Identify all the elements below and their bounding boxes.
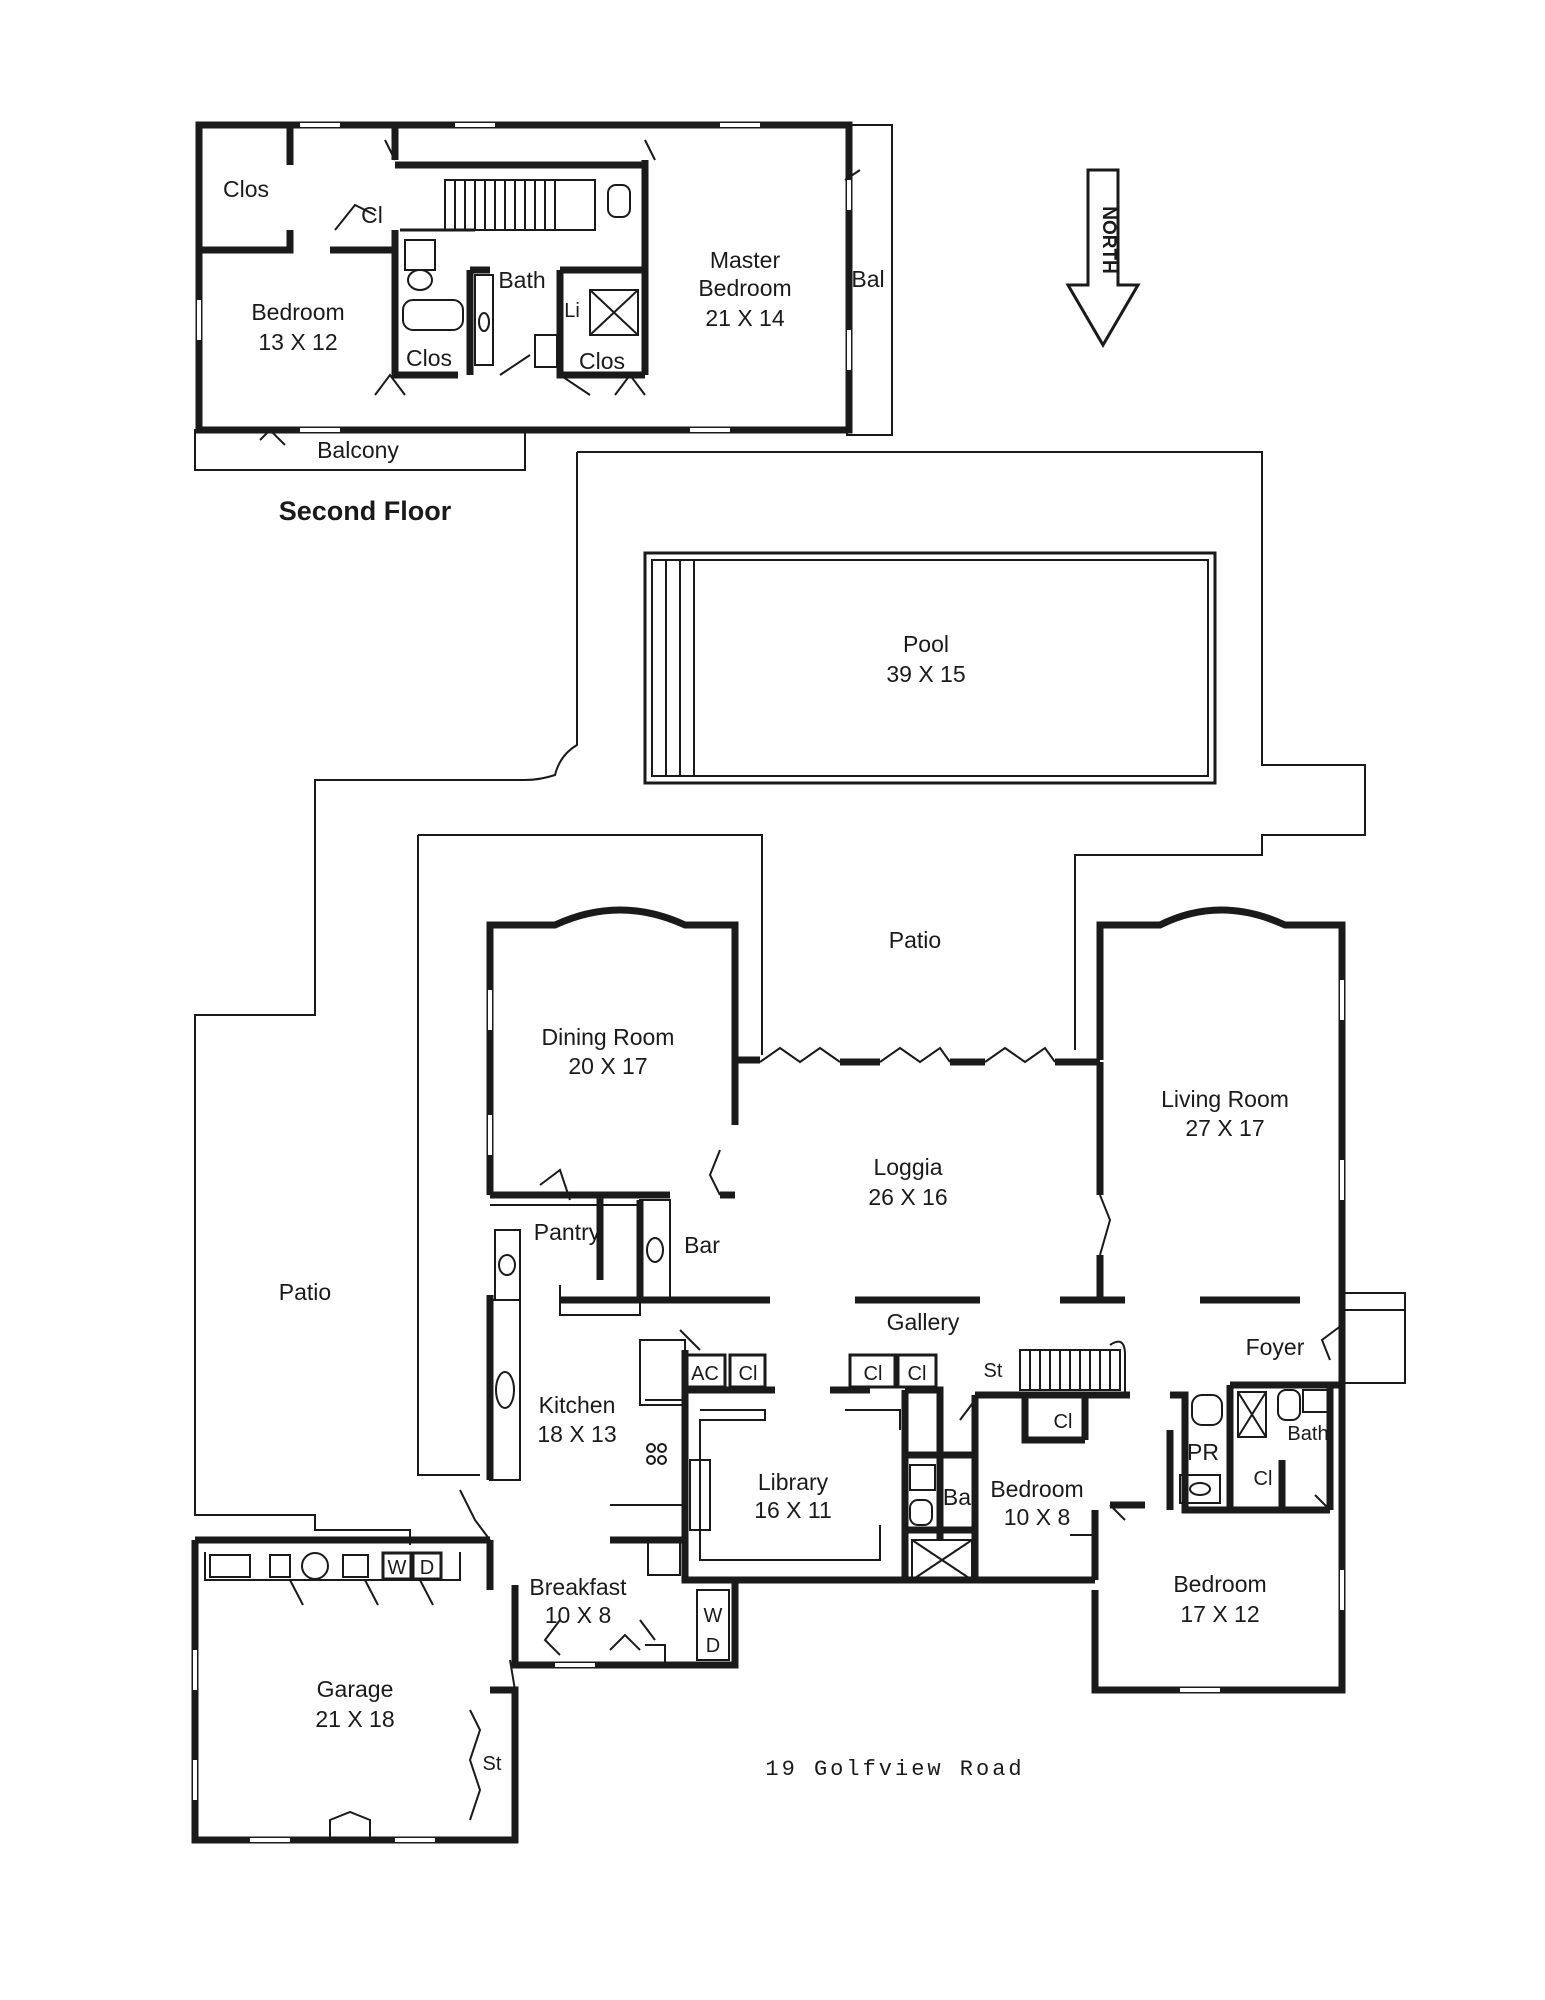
room-size: 16 X 11	[754, 1497, 832, 1523]
room-size: 18 X 13	[537, 1421, 616, 1447]
room-name: Master	[710, 247, 781, 273]
room-name: Kitchen	[539, 1392, 616, 1418]
closet-label: Cl	[361, 202, 383, 228]
room-size: 21 X 18	[315, 1706, 394, 1732]
stair-label: St	[984, 1360, 1003, 1382]
washer-label: W	[388, 1557, 407, 1579]
closet-label: Cl	[908, 1363, 927, 1385]
room-name: Ba	[943, 1484, 971, 1510]
patio-label: Patio	[889, 927, 941, 953]
room-name: Breakfast	[529, 1574, 627, 1600]
shower-icon	[589, 289, 639, 336]
pool: Pool 39 X 15	[643, 551, 1217, 785]
room-name: Bath	[1287, 1423, 1328, 1445]
laundry-stack	[696, 1589, 730, 1661]
room-size: 20 X 17	[568, 1053, 647, 1079]
room-size: 10 X 8	[545, 1602, 612, 1628]
room-name: Bedroom	[251, 299, 344, 325]
north-arrow-icon: NORTH	[1065, 168, 1141, 348]
room-name: Foyer	[1246, 1334, 1305, 1360]
sink-icon-2	[534, 334, 558, 368]
patio-label: Patio	[279, 1279, 331, 1305]
room-name: Loggia	[873, 1154, 942, 1180]
room-size: 27 X 17	[1185, 1115, 1264, 1141]
room-name: Living Room	[1161, 1086, 1289, 1112]
bathtub-icon	[402, 299, 464, 331]
patio-outlines	[194, 451, 1406, 1545]
room-size: 17 X 12	[1180, 1601, 1259, 1627]
balcony-label: Balcony	[317, 437, 399, 463]
dryer-label: D	[706, 1635, 720, 1657]
pool-size: 39 X 15	[886, 661, 965, 687]
sink-icon	[407, 269, 433, 291]
room-size: 13 X 12	[258, 329, 337, 355]
address-label: 19 Golfview Road	[765, 1757, 1024, 1782]
second-floor-stairs	[444, 179, 596, 231]
room-name: Bedroom	[1173, 1571, 1266, 1597]
balcony-label: Bal	[851, 266, 884, 292]
north-label: NORTH	[1098, 206, 1119, 274]
closet-label: Clos	[406, 345, 452, 371]
room-name: Bedroom	[698, 275, 791, 301]
linen-label: Li	[564, 300, 580, 322]
closet-label: AC	[691, 1363, 719, 1385]
washer-label: W	[704, 1605, 723, 1627]
room-name: Dining Room	[542, 1024, 675, 1050]
room-size: 26 X 16	[868, 1184, 947, 1210]
stair-label: St	[483, 1753, 502, 1775]
dryer-label: D	[420, 1557, 434, 1579]
closet-label: Cl	[1254, 1468, 1273, 1490]
toilet-icon	[404, 239, 436, 271]
room-name: Library	[758, 1469, 829, 1495]
room-name: PR	[1187, 1439, 1219, 1465]
second-floor-title: Second Floor	[279, 496, 452, 526]
room-name: Bar	[684, 1232, 720, 1258]
room-name: Pantry	[534, 1219, 601, 1245]
closet-label: Clos	[579, 348, 625, 374]
second-floor-outer-wall	[195, 121, 853, 434]
room-size: 10 X 8	[1004, 1504, 1071, 1530]
closet-label: Clos	[223, 176, 269, 202]
room-size: 21 X 14	[705, 305, 784, 331]
first-floor-plan: Patio Patio Dining Room 20 X 17 Loggia 2…	[191, 906, 1346, 1844]
closet-label: Cl	[864, 1363, 883, 1385]
room-name: Garage	[317, 1676, 394, 1702]
bar-counter	[639, 1199, 671, 1301]
room-name: Bedroom	[990, 1476, 1083, 1502]
first-floor-stairs	[1019, 1340, 1126, 1395]
vanity-icon	[474, 274, 494, 366]
closet-label: Cl	[739, 1363, 758, 1385]
room-name: Gallery	[887, 1309, 960, 1335]
kitchen-counter	[489, 1299, 521, 1481]
room-name: Bath	[498, 267, 545, 293]
toilet-icon-2	[607, 184, 631, 218]
second-floor-plan: Clos Cl Bedroom 13 X 12 Bath Li Clos Clo…	[194, 121, 893, 526]
kitchen-island	[639, 1339, 686, 1406]
pool-name: Pool	[903, 631, 949, 657]
closet-label: Cl	[1054, 1411, 1073, 1433]
